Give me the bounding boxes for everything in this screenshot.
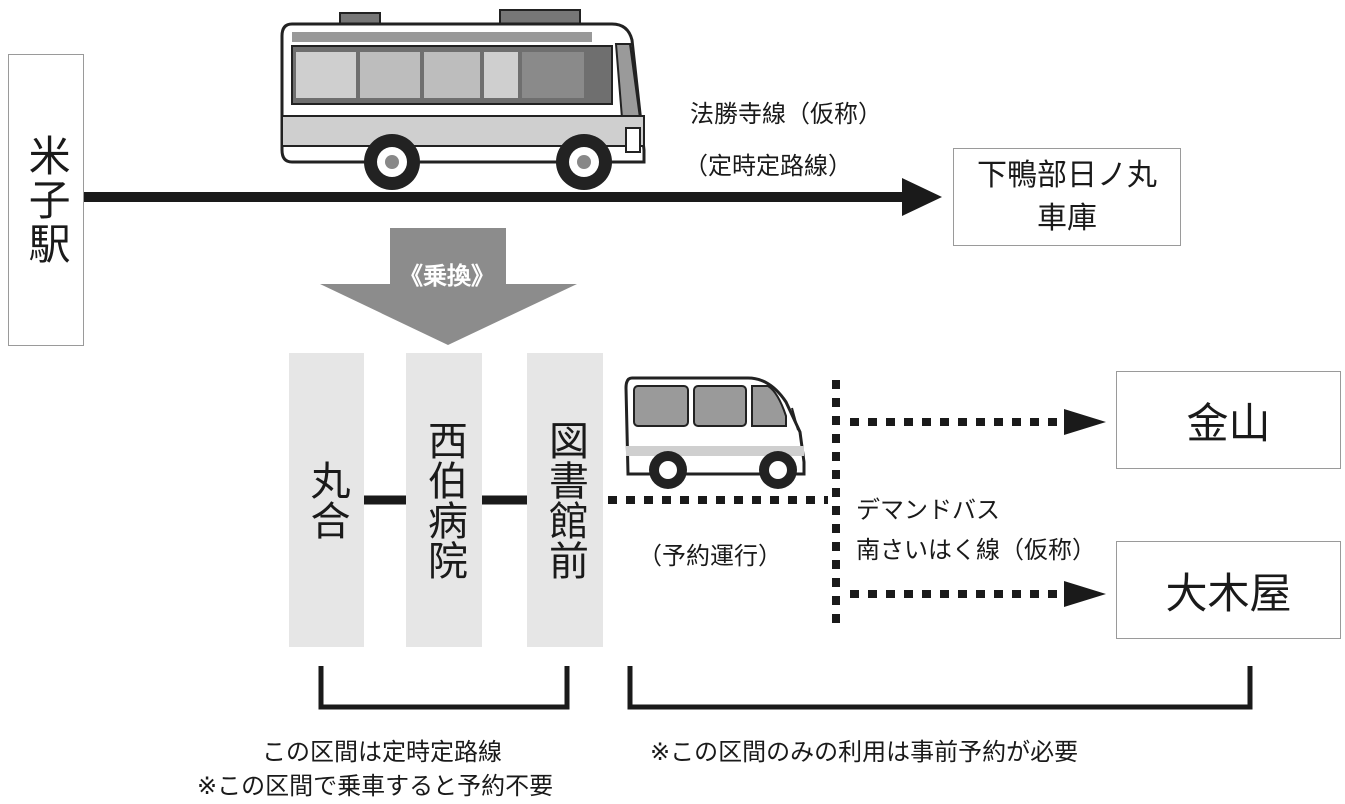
stop-label-library: 図書館前	[542, 420, 588, 580]
destination-label-ookiya: 大木屋	[1165, 568, 1292, 618]
stop-label-maruai: 丸合	[303, 460, 350, 540]
origin-station-box: 米子駅	[8, 54, 84, 346]
transfer-arrow	[320, 228, 577, 345]
stop-label-saihaku-hospital: 西伯病院	[421, 420, 467, 580]
terminus-box: 下鴨部日ノ丸 車庫	[953, 148, 1181, 246]
note-fixed-section: この区間は定時定路線	[262, 738, 502, 766]
transfer-label: 《乗換》	[399, 262, 495, 290]
destination-box-ookiya: 大木屋	[1116, 541, 1341, 639]
demand-bus-type: デマンドバス	[856, 496, 1000, 524]
stop-box-maruai: 丸合	[289, 353, 364, 647]
terminus-line2: 車庫	[1037, 201, 1097, 236]
terminus-line1: 下鴨部日ノ丸	[977, 157, 1157, 193]
note-demand-section: ※この区間のみの利用は事前予約が必要	[650, 738, 1079, 766]
bus-icon	[280, 9, 646, 190]
origin-station-label: 米子駅	[22, 134, 72, 266]
arrowhead-kanayama	[1064, 409, 1106, 435]
fixed-route-arrowhead	[902, 178, 942, 216]
reservation-label: （予約運行）	[638, 542, 782, 570]
fixed-route-type: （定時定路線）	[684, 152, 852, 180]
demand-bus-route: 南さいはく線（仮称）	[856, 536, 1096, 564]
fixed-route-name: 法勝寺線（仮称）	[690, 100, 882, 128]
note-fixed-no-reservation: ※この区間で乗車すると予約不要	[197, 772, 554, 800]
van-icon	[624, 376, 806, 489]
demand-section-bracket	[627, 666, 1253, 710]
arrowhead-ookiya	[1064, 581, 1106, 607]
stop-box-saihaku-hospital: 西伯病院	[406, 353, 482, 647]
fixed-section-bracket	[318, 666, 570, 710]
stop-box-library: 図書館前	[527, 353, 603, 647]
destination-label-kanayama: 金山	[1186, 398, 1271, 448]
destination-box-kanayama: 金山	[1116, 371, 1341, 469]
